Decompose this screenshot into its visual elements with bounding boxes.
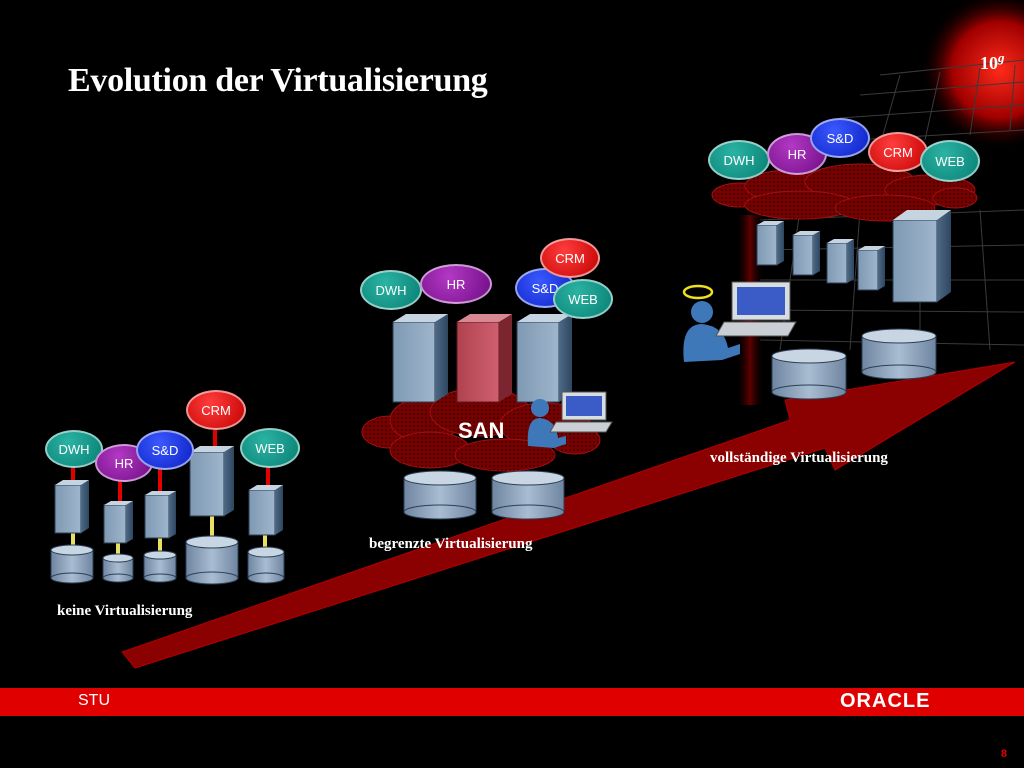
stage2-admin (527, 391, 613, 448)
stage1-bubble-web: WEB (240, 428, 300, 468)
stage3-bubble-dwh: DWH (708, 140, 770, 180)
stage3-admin (682, 281, 797, 362)
stage1-bubble-sd: S&D (136, 430, 194, 470)
evolution-arrow (121, 361, 1016, 669)
decorative-grid (121, 0, 1024, 669)
stage3-bubble-web: WEB (920, 140, 980, 182)
page-number: 8 (1001, 748, 1008, 760)
san-label: SAN (458, 418, 505, 443)
slide-title: Evolution der Virtualisierung (68, 62, 488, 99)
caption-no-virtualization: keine Virtualisierung (57, 603, 193, 619)
version-label: 10g (980, 50, 1005, 74)
stage3-bubble-crm: CRM (868, 132, 928, 172)
stage2-bubble-hr: HR (420, 264, 492, 304)
infrastructure-drawings (50, 210, 951, 585)
caption-full-virtualization: vollständige Virtualisierung (710, 450, 888, 466)
stage3-disks (771, 328, 937, 400)
stage2-disks (403, 470, 565, 520)
footer-bar (0, 688, 1024, 716)
stage2-servers (392, 314, 572, 403)
stage1-servers (54, 446, 283, 544)
stage1-bubble-dwh: DWH (45, 430, 103, 468)
stage1-bubble-crm: CRM (186, 390, 246, 430)
stage1-disks (50, 535, 285, 585)
stage2-bubble-dwh: DWH (360, 270, 422, 310)
stage3-servers (756, 210, 951, 303)
caption-limited-virtualization: begrenzte Virtualisierung (369, 536, 533, 552)
version-letter: g (998, 50, 1005, 65)
san-cloud (361, 387, 601, 472)
footer-label: STU (78, 692, 110, 709)
stage2-bubble-web: WEB (553, 279, 613, 319)
stage2-bubble-crm: CRM (540, 238, 600, 278)
version-number: 10 (980, 53, 998, 73)
oracle-logo: ORACLE (840, 690, 931, 712)
stage3-bubble-sd: S&D (810, 118, 870, 158)
